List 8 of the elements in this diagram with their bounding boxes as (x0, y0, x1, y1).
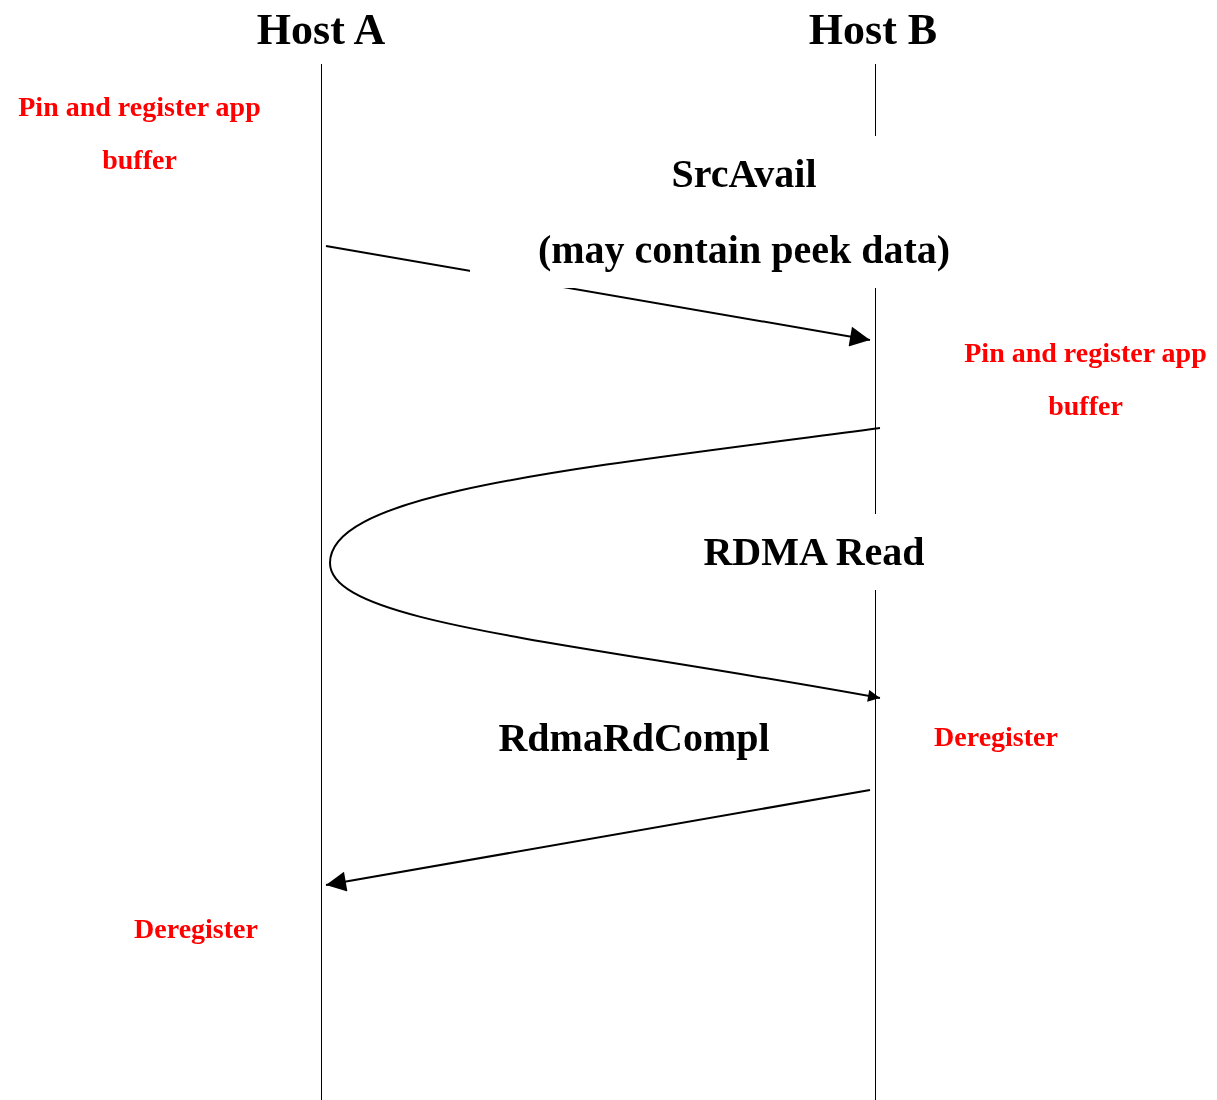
participant-heading: Host B (807, 4, 939, 56)
note-text: Pin and register app buffer (17, 90, 262, 177)
participant-heading: Host A (255, 4, 387, 56)
message-arrow (329, 427, 881, 702)
note-text: Deregister (933, 720, 1059, 754)
note-text: Pin and register app buffer (963, 336, 1208, 423)
message-arrow (325, 789, 871, 892)
note-text: Deregister (133, 912, 259, 946)
